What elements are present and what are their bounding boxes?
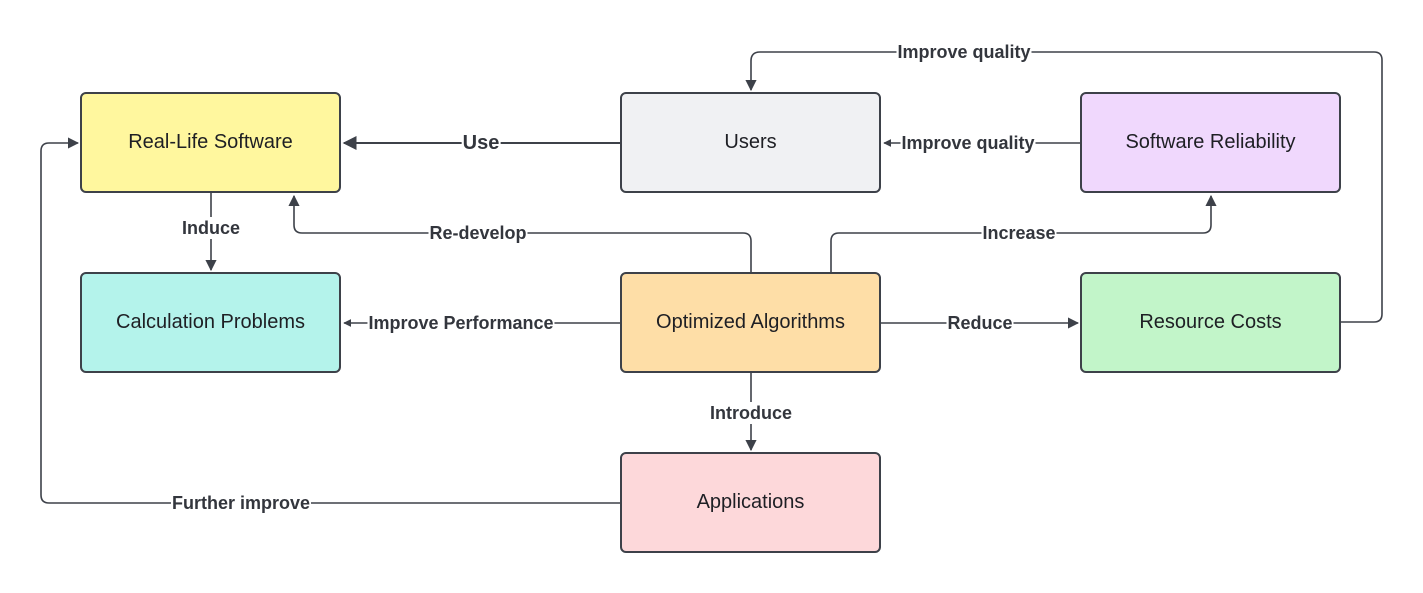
node-applications[interactable]: Applications (620, 452, 881, 553)
node-optimized-algorithms-label: Optimized Algorithms (656, 311, 845, 333)
node-resource-costs-label: Resource Costs (1139, 311, 1282, 333)
edge-applications-to-real-life-software (40, 137, 620, 504)
edge-label-introduce: Introduce (708, 402, 794, 424)
edge-label-further-improve: Further improve (170, 492, 312, 514)
edge-label-re-develop: Re-develop (428, 222, 528, 244)
node-real-life-software[interactable]: Real-Life Software (80, 92, 341, 193)
node-calculation-problems[interactable]: Calculation Problems (80, 272, 341, 373)
edge-resource-costs-to-users (745, 51, 1383, 323)
edge-label-improve-quality-top: Improve quality (896, 41, 1032, 63)
edge-label-use: Use (461, 132, 501, 154)
node-users[interactable]: Users (620, 92, 881, 193)
node-applications-label: Applications (696, 491, 805, 513)
node-optimized-algorithms[interactable]: Optimized Algorithms (620, 272, 881, 373)
node-software-reliability-label: Software Reliability (1125, 131, 1296, 153)
node-real-life-software-label: Real-Life Software (128, 131, 293, 153)
node-software-reliability[interactable]: Software Reliability (1080, 92, 1341, 193)
edge-label-improve-performance: Improve Performance (367, 312, 555, 334)
node-users-label: Users (724, 131, 777, 153)
edge-label-induce: Induce (180, 217, 242, 239)
edge-label-increase: Increase (981, 222, 1057, 244)
node-calculation-problems-label: Calculation Problems (116, 311, 305, 333)
edge-label-reduce: Reduce (946, 312, 1014, 334)
node-resource-costs[interactable]: Resource Costs (1080, 272, 1341, 373)
edge-label-improve-quality-mid: Improve quality (900, 132, 1036, 154)
